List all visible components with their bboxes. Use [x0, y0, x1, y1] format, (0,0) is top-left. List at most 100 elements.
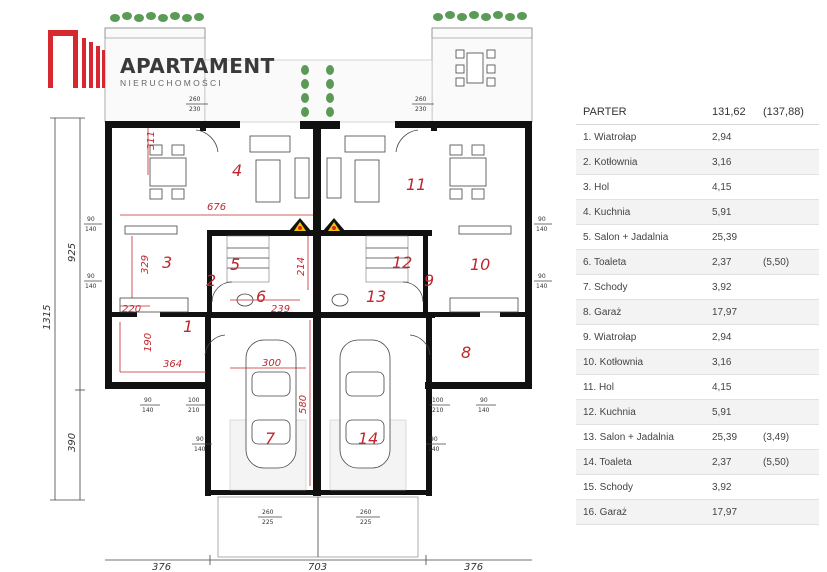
stairs	[226, 235, 409, 283]
door-swings	[195, 129, 431, 356]
table-row: 1. Wiatrołap 2,94	[576, 125, 819, 150]
row-label: 15. Schody	[583, 482, 634, 493]
svg-text:140: 140	[85, 226, 97, 233]
svg-text:140: 140	[194, 446, 206, 453]
room-number-14: 14	[358, 429, 378, 448]
outer-dimension-lines	[50, 117, 532, 565]
room-number-1: 1	[183, 317, 193, 336]
dim-220: 220	[122, 304, 141, 315]
inner-dimension-lines	[119, 128, 313, 486]
dim-300: 300	[262, 358, 281, 369]
svg-text:230: 230	[189, 106, 201, 113]
row-label: 6. Toaleta	[583, 257, 627, 268]
row-area: 3,16	[712, 357, 732, 368]
row-area: 2,37	[712, 257, 732, 268]
sofa-right	[326, 135, 386, 203]
header-area: 131,62	[712, 106, 746, 118]
svg-text:140: 140	[536, 226, 548, 233]
row-label: 4. Kuchnia	[583, 207, 631, 218]
row-area: 4,15	[712, 182, 732, 193]
row-area: 2,94	[712, 132, 732, 143]
svg-text:210: 210	[432, 407, 444, 414]
dim-376-right: 376	[464, 562, 483, 572]
row-area: 25,39	[712, 232, 738, 243]
svg-text:140: 140	[536, 283, 548, 290]
svg-text:260: 260	[262, 509, 274, 516]
row-alt: (5,50)	[763, 457, 790, 468]
svg-text:225: 225	[360, 519, 372, 526]
svg-text:100: 100	[432, 397, 444, 404]
rear-terrace	[204, 59, 433, 123]
car-left	[245, 339, 297, 469]
svg-text:225: 225	[262, 519, 274, 526]
row-area: 17,97	[712, 507, 738, 518]
room-number-5: 5	[230, 255, 240, 274]
svg-text:140: 140	[142, 407, 154, 414]
svg-text:90: 90	[87, 273, 95, 280]
room-number-4: 4	[232, 161, 242, 180]
row-alt: (5,50)	[763, 257, 790, 268]
row-label: 13. Salon + Jadalnia	[583, 432, 674, 443]
logo-mark-icon	[48, 30, 105, 88]
room-number-7: 7	[265, 429, 276, 448]
row-label: 2. Kotłownia	[583, 157, 638, 168]
dim-214: 214	[296, 257, 307, 276]
floor-plan: 4 11 3 2 5 6 1 7 12 13 9 10 8 14 311 676…	[42, 11, 552, 572]
room-number-9: 9	[424, 271, 434, 290]
svg-text:90: 90	[538, 273, 546, 280]
terrace-table	[455, 49, 496, 87]
row-label: 16. Garaż	[583, 507, 627, 518]
room-number-6: 6	[256, 287, 266, 306]
row-label: 1. Wiatrołap	[583, 132, 637, 143]
row-alt: (3,49)	[763, 432, 790, 443]
svg-text:260: 260	[360, 509, 372, 516]
svg-text:140: 140	[478, 407, 490, 414]
svg-text:100: 100	[188, 397, 200, 404]
row-label: 10. Kotłownia	[583, 357, 644, 368]
left-terrace	[104, 27, 206, 123]
row-area: 2,37	[712, 457, 732, 468]
row-area: 25,39	[712, 432, 738, 443]
table-row: 15. Schody 3,92	[576, 475, 819, 500]
row-area: 5,91	[712, 407, 732, 418]
row-area: 2,94	[712, 332, 732, 343]
table-row: 2. Kotłownia 3,16	[576, 150, 819, 175]
svg-text:90: 90	[480, 397, 488, 404]
room-number-8: 8	[461, 343, 471, 362]
row-area: 3,92	[712, 482, 732, 493]
row-area: 5,91	[712, 207, 732, 218]
dim-1315: 1315	[42, 305, 53, 330]
logo-subtitle: NIERUCHOMOŚCI	[120, 78, 224, 88]
svg-text:140: 140	[428, 446, 440, 453]
company-logo: APARTAMENT NIERUCHOMOŚCI	[48, 28, 274, 90]
row-area: 3,92	[712, 282, 732, 293]
dim-239: 239	[271, 304, 290, 315]
car-right	[339, 339, 391, 469]
svg-text:90: 90	[538, 216, 546, 223]
room-number-3: 3	[162, 253, 172, 272]
plant-hedges	[110, 11, 527, 117]
svg-text:90: 90	[87, 216, 95, 223]
svg-text:140: 140	[85, 283, 97, 290]
sofa-left	[249, 135, 310, 203]
dim-390: 390	[67, 433, 78, 452]
dim-925: 925	[67, 243, 78, 262]
row-area: 4,15	[712, 382, 732, 393]
dim-580: 580	[298, 395, 309, 414]
dim-311: 311	[146, 131, 157, 150]
room-number-10: 10	[470, 255, 490, 274]
table-row: 13. Salon + Jadalnia 25,39 (3,49)	[576, 425, 819, 450]
room-number-11: 11	[406, 175, 426, 194]
svg-text:90: 90	[196, 436, 204, 443]
room-number-13: 13	[366, 287, 386, 306]
svg-text:210: 210	[188, 407, 200, 414]
row-area: 3,16	[712, 157, 732, 168]
